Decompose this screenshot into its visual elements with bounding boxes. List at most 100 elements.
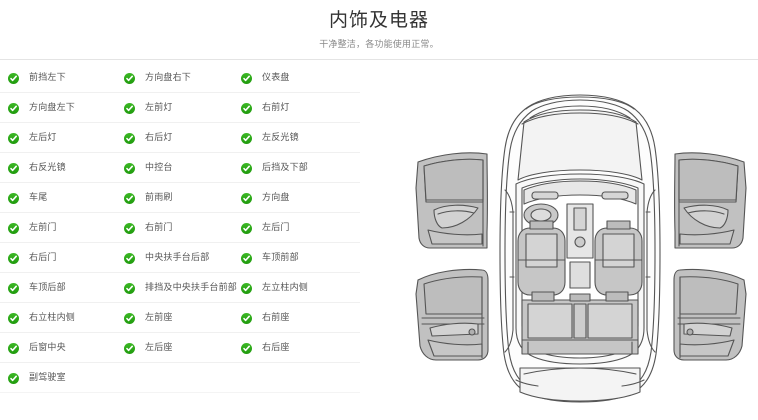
checklist-item[interactable]: 前挡左下	[0, 72, 116, 84]
checklist-item[interactable]: 仪表盘	[233, 72, 363, 84]
checklist-item[interactable]: 方向盘左下	[0, 102, 116, 114]
green-check-circle-icon	[8, 312, 19, 324]
checklist-item-label: 左前座	[145, 312, 173, 323]
checklist-item[interactable]: 左后座	[116, 342, 233, 354]
green-check-circle-icon	[241, 132, 252, 144]
checklist-item[interactable]: 右立柱内侧	[0, 312, 116, 324]
checklist-item[interactable]: 左后门	[233, 222, 363, 234]
checklist-item-label: 右立柱内侧	[29, 312, 76, 323]
checklist-item[interactable]: 车顶前部	[233, 252, 363, 264]
checklist-item-label: 右后灯	[145, 132, 173, 143]
checklist-item-label: 左立柱内侧	[262, 282, 309, 293]
checklist-item-label: 排挡及中央扶手台前部	[145, 282, 238, 293]
checklist-item[interactable]: 左后灯	[0, 132, 116, 144]
checklist-item-label: 方向盘	[262, 192, 290, 203]
checklist-item-label: 右反光镜	[29, 162, 66, 173]
checklist-item[interactable]: 后窗中央	[0, 342, 116, 354]
checklist-row: 左前门 右前门 左后门	[0, 213, 372, 243]
checklist-item-label: 车顶后部	[29, 282, 66, 293]
inspection-checklist: 前挡左下 方向盘右下 仪表盘方向盘左下 左前灯 右前灯左后灯 右后灯 左反光镜右反光镜 中控台…	[0, 60, 372, 393]
green-check-circle-icon	[241, 222, 252, 234]
checklist-item-label: 右后座	[262, 342, 290, 353]
green-check-circle-icon	[241, 282, 252, 294]
checklist-item-label: 后挡及下部	[262, 162, 309, 173]
checklist-row: 右立柱内侧 左前座 右前座	[0, 303, 372, 333]
checklist-item[interactable]: 右后灯	[116, 132, 233, 144]
checklist-row: 车顶后部 排挡及中央扶手台前部 左立柱内侧	[0, 273, 372, 303]
green-check-circle-icon	[8, 102, 19, 114]
checklist-item-label: 中控台	[145, 162, 173, 173]
checklist-item[interactable]: 右反光镜	[0, 162, 116, 174]
checklist-item[interactable]: 右后门	[0, 252, 116, 264]
green-check-circle-icon	[241, 192, 252, 204]
green-check-circle-icon	[8, 342, 19, 354]
checklist-item-label: 左反光镜	[262, 132, 299, 143]
checklist-item-label: 后窗中央	[29, 342, 66, 353]
checklist-item-label: 左前灯	[145, 102, 173, 113]
page-subtitle: 干净整洁，各功能使用正常。	[319, 40, 439, 50]
green-check-circle-icon	[241, 312, 252, 324]
checklist-item[interactable]: 车顶后部	[0, 282, 116, 294]
green-check-circle-icon	[124, 162, 135, 174]
checklist-item[interactable]: 右后座	[233, 342, 363, 354]
checklist-item-label: 方向盘左下	[29, 102, 76, 113]
checklist-item[interactable]: 方向盘	[233, 192, 363, 204]
green-check-circle-icon	[8, 252, 19, 264]
checklist-item-label: 右后门	[29, 252, 57, 263]
checklist-item[interactable]: 左前灯	[116, 102, 233, 114]
checklist-item-label: 副驾驶室	[29, 372, 66, 383]
page-header: 内饰及电器 干净整洁，各功能使用正常。	[0, 0, 758, 60]
green-check-circle-icon	[124, 192, 135, 204]
checklist-item[interactable]: 左立柱内侧	[233, 282, 363, 294]
green-check-circle-icon	[124, 282, 135, 294]
checklist-item[interactable]: 右前座	[233, 312, 363, 324]
green-check-circle-icon	[8, 372, 19, 384]
checklist-row: 方向盘左下 左前灯 右前灯	[0, 93, 372, 123]
green-check-circle-icon	[8, 192, 19, 204]
checklist-item-label: 右前门	[145, 222, 173, 233]
checklist-item[interactable]: 副驾驶室	[0, 372, 116, 384]
green-check-circle-icon	[241, 252, 252, 264]
green-check-circle-icon	[241, 72, 252, 84]
green-check-circle-icon	[241, 102, 252, 114]
green-check-circle-icon	[124, 132, 135, 144]
checklist-item-label: 方向盘右下	[145, 72, 192, 83]
checklist-item[interactable]: 前雨刷	[116, 192, 233, 204]
checklist-item-label: 前挡左下	[29, 72, 66, 83]
checklist-item-label: 右前座	[262, 312, 290, 323]
green-check-circle-icon	[124, 222, 135, 234]
checklist-item[interactable]: 左反光镜	[233, 132, 363, 144]
green-check-circle-icon	[124, 252, 135, 264]
checklist-item-label: 左后灯	[29, 132, 57, 143]
checklist-item[interactable]: 后挡及下部	[233, 162, 363, 174]
checklist-item[interactable]: 中控台	[116, 162, 233, 174]
green-check-circle-icon	[8, 72, 19, 84]
checklist-item[interactable]: 左前座	[116, 312, 233, 324]
checklist-item[interactable]: 排挡及中央扶手台前部	[116, 282, 237, 294]
checklist-row: 右后门 中央扶手台后部 车顶前部	[0, 243, 372, 273]
header-divider	[0, 59, 758, 60]
checklist-row: 车尾 前雨刷 方向盘	[0, 183, 372, 213]
checklist-item-label: 前雨刷	[145, 192, 173, 203]
checklist-item[interactable]: 车尾	[0, 192, 116, 204]
checklist-item-label: 右前灯	[262, 102, 290, 113]
checklist-item[interactable]: 右前灯	[233, 102, 363, 114]
checklist-item[interactable]: 中央扶手台后部	[116, 252, 233, 264]
green-check-circle-icon	[8, 222, 19, 234]
green-check-circle-icon	[124, 72, 135, 84]
checklist-item-label: 车尾	[29, 192, 48, 203]
car-top-view-with-doors-diagram	[404, 62, 758, 420]
checklist-item[interactable]: 方向盘右下	[116, 72, 233, 84]
checklist-row: 左后灯 右后灯 左反光镜	[0, 123, 372, 153]
checklist-item[interactable]: 左前门	[0, 222, 116, 234]
green-check-circle-icon	[241, 162, 252, 174]
checklist-row: 副驾驶室	[0, 363, 372, 393]
green-check-circle-icon	[8, 282, 19, 294]
checklist-item-label: 车顶前部	[262, 252, 299, 263]
green-check-circle-icon	[124, 342, 135, 354]
green-check-circle-icon	[241, 342, 252, 354]
checklist-item-label: 仪表盘	[262, 72, 290, 83]
checklist-item[interactable]: 右前门	[116, 222, 233, 234]
green-check-circle-icon	[124, 312, 135, 324]
